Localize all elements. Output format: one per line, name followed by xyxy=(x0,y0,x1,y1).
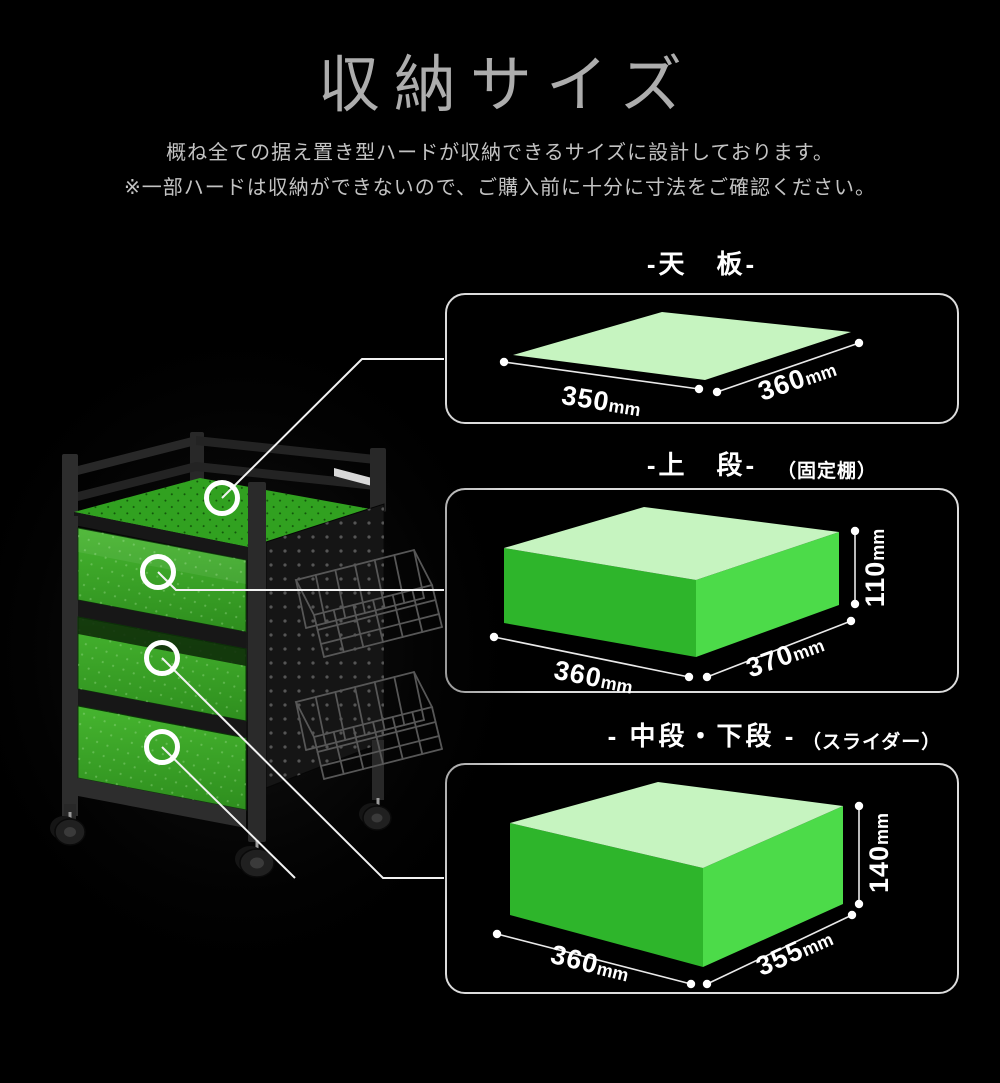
cart-drawer-upper-perforation xyxy=(78,528,246,632)
callout-line-middle-drawer xyxy=(161,657,444,879)
brand-sticker xyxy=(334,468,372,486)
wire-basket-upper xyxy=(295,549,443,658)
panel-top-board xyxy=(445,293,959,424)
cart-bottom-frame xyxy=(78,778,246,828)
marker-circle-top-board xyxy=(204,480,240,516)
callout-line-upper-drawer xyxy=(157,571,444,591)
description-line-1: 概ね全ての据え置き型ハードが収納できるサイズに設計しております。 xyxy=(166,142,834,164)
marker-circle-lower-drawer xyxy=(144,729,180,765)
callouts xyxy=(140,358,444,879)
cart-drawer-lower-perforation xyxy=(78,706,246,810)
page-title: 収納サイズ xyxy=(317,51,697,120)
caster-right xyxy=(359,798,392,831)
cart-frame-rail xyxy=(78,600,246,649)
panel-mid-lower-shelf-title: - 中段・下段 - xyxy=(607,721,797,751)
marker-circle-upper-drawer xyxy=(140,554,176,590)
cart-rail xyxy=(70,436,196,477)
cart-top-board-perforation xyxy=(74,478,376,549)
wire-basket-lower xyxy=(295,671,443,780)
panel-upper-shelf-title: -上 段- xyxy=(646,450,758,480)
cart-back-post xyxy=(190,432,204,490)
cart-side-panel xyxy=(265,503,385,789)
cart-right-post xyxy=(370,448,386,512)
cart-front-post xyxy=(248,482,266,842)
cart-drawer-sheen xyxy=(78,528,246,584)
cart-drawer-middle-perforation xyxy=(78,617,246,721)
cart-drawer-middle-gap xyxy=(78,617,246,666)
panel-top-board-title: -天 板- xyxy=(646,249,758,279)
panel-mid-lower-shelf-subtitle: （スライダー） xyxy=(802,732,942,753)
cart-board-front-edge xyxy=(74,512,258,562)
panel-mid-lower-shelf xyxy=(445,763,959,994)
cart-drawer-lower xyxy=(77,705,247,811)
caster-left xyxy=(50,812,86,846)
cart-rail xyxy=(70,462,196,503)
caster-front xyxy=(235,840,275,878)
marker-circle-middle-drawer xyxy=(144,640,180,676)
cart-rear-leg xyxy=(372,740,384,800)
description-line-2: ※一部ハードは収納ができないので、ご購入前に十分に寸法をご確認ください。 xyxy=(124,177,876,199)
panel-upper-shelf-subtitle: （固定棚） xyxy=(777,461,878,482)
callout-line-lower-drawer xyxy=(161,746,296,879)
cart-left-post xyxy=(62,454,78,520)
cart-top-board xyxy=(74,478,376,549)
cart-side-panel-holes xyxy=(266,504,384,788)
cart-drawer-upper xyxy=(77,527,247,633)
cart-left-leg xyxy=(64,804,76,822)
callout-line-top-board xyxy=(221,358,444,499)
cart-board-side-edge xyxy=(258,510,376,562)
cart-frame-rail xyxy=(78,689,246,738)
cart-drawer-middle xyxy=(77,616,247,722)
panel-upper-shelf xyxy=(445,488,959,693)
cart-rail xyxy=(196,462,384,491)
cart-rail xyxy=(196,436,384,465)
cart-left-frame xyxy=(62,516,78,816)
